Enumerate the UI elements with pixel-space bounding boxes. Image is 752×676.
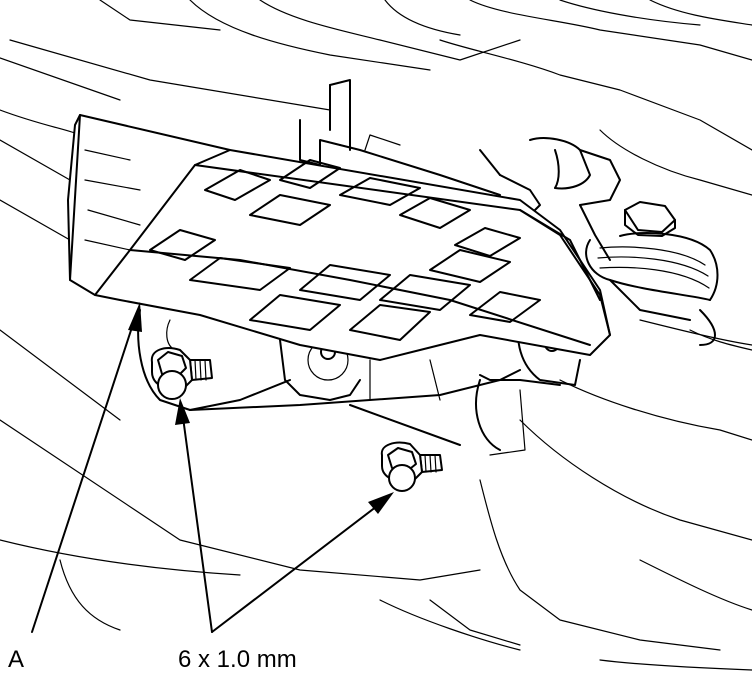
bolt-right [380,441,443,492]
bolt-left [150,347,213,400]
suspension-mount [479,137,719,346]
leader-line-a [31,302,142,633]
callout-label-part-a: A [8,646,25,673]
leader-lines-bolt [175,398,394,633]
callout-label-bolt-spec: 6 x 1.0 mm [178,646,297,673]
heat-shield-part-a [67,114,611,361]
